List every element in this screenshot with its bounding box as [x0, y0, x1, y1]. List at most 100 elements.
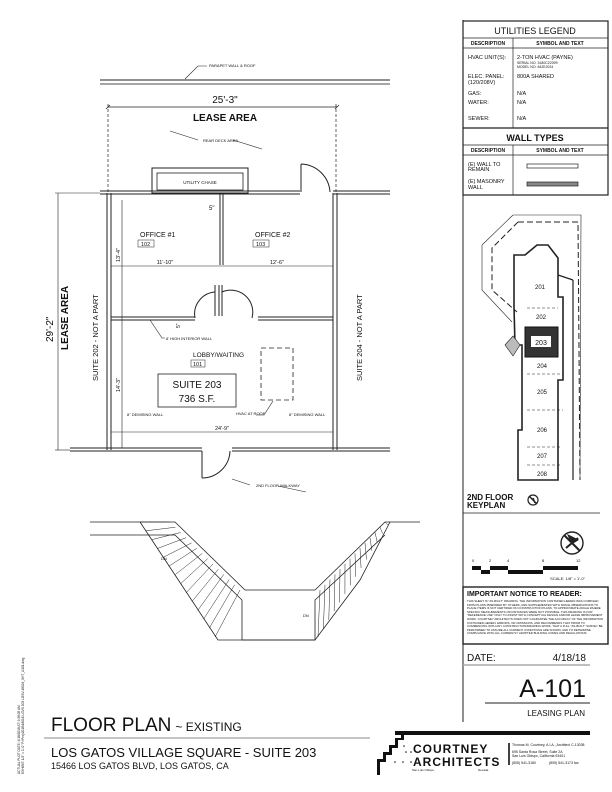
gas-desc: GAS:	[468, 91, 482, 97]
keyplan-title1: 2ND FLOOR	[467, 493, 513, 502]
stair-tread	[323, 584, 326, 629]
hvac-unit	[260, 347, 294, 401]
hvac-desc: HVAC UNIT(S):	[468, 55, 507, 61]
stair-tread	[333, 574, 336, 612]
drawing-title: FLOOR PLAN~ EXISTING	[51, 715, 242, 736]
firm-name-1: COURTNEY	[413, 742, 488, 756]
dim-5in-b: 5"	[176, 323, 182, 328]
office2-width: 12'-6"	[270, 260, 284, 266]
stair-tread	[157, 537, 187, 549]
sheet-name: LEASING PLAN	[527, 709, 585, 718]
keyplan-unit-204: 204	[537, 364, 548, 370]
stair-tread	[364, 542, 367, 560]
hvac-model: MODEL NO. 642EJ024	[517, 65, 553, 69]
stair-tread	[328, 579, 331, 620]
firm-logo-dots	[394, 745, 412, 763]
scale-bar	[472, 566, 578, 574]
walkway-note: 2ND FLOOR WALKWAY	[256, 483, 300, 488]
firm-fax: (805) 541-3173 fax	[549, 761, 579, 765]
stair-tread	[180, 558, 208, 585]
demising-left: 8" DEMISING WALL	[127, 412, 164, 417]
water-desc: WATER:	[468, 100, 489, 106]
elec-value: 800A SHARED	[517, 74, 554, 80]
suite-202-label: SUITE 202 - NOT A PART	[91, 294, 100, 381]
stair-tread	[168, 547, 198, 567]
stair-treads	[140, 521, 389, 638]
scale-tick-12: 12	[576, 558, 581, 563]
project-address: 15466 LOS GATOS BLVD, LOS GATOS, CA	[51, 761, 229, 771]
stair-dn-right: DN	[303, 613, 309, 618]
hvac-serial: SERIAL NO. 3180C22099	[517, 61, 558, 65]
utility-chase-label: UTILITY CHASE	[183, 180, 216, 185]
scale-tick-2: 2	[489, 558, 492, 563]
masonry-wall-symbol	[526, 181, 579, 187]
north-arrow-icon	[560, 531, 584, 555]
stair-tread	[174, 553, 203, 576]
office1-name: OFFICE #1	[140, 232, 176, 239]
office2-number: 103	[256, 242, 265, 248]
scale-tick-4: 4	[507, 558, 510, 563]
lobby-number: 101	[193, 362, 202, 368]
keyplan-unit-203: 203	[535, 340, 547, 347]
firm-name-2: ARCHITECTS	[413, 755, 500, 769]
keyplan	[481, 214, 582, 481]
keyplan-title2: KEYPLAN	[467, 501, 505, 510]
stair-tread	[354, 553, 356, 577]
elec-desc: ELEC. PANEL:	[468, 74, 505, 80]
keyplan-unit-206: 206	[537, 428, 548, 434]
plot-stamp-2: EXHIBIT: 1/2" = 1'-0" P:\Proj\2018\18016…	[21, 657, 25, 774]
scale-tick-0: 0	[472, 558, 475, 563]
stair-tread	[374, 532, 378, 543]
date-label: DATE:	[467, 653, 496, 664]
utilities-legend-box	[462, 20, 609, 196]
stair-tread	[191, 568, 219, 602]
height-dimension-text: 29'-2"	[45, 316, 56, 342]
wall-col-desc: DESCRIPTION	[471, 148, 506, 154]
utility-chase	[151, 167, 249, 194]
notice-title: IMPORTANT NOTICE TO READER:	[467, 591, 582, 598]
rear-deck-note: REAR DECK AREA	[203, 138, 238, 143]
notice-box	[462, 586, 609, 645]
width-dimension-text: 25'-3"	[212, 95, 238, 106]
wall-remain-symbol	[526, 163, 579, 169]
interior-wall-note: 8' HIGH INTERIOR WALL	[166, 336, 213, 341]
date-value: 4/18/18	[553, 653, 587, 664]
elec-desc2: (120/208V)	[468, 80, 495, 86]
lease-area-vertical: LEASE AREA	[60, 286, 71, 350]
utilities-col-symbol: SYMBOL AND TEXT	[536, 41, 584, 47]
parapet-wall	[100, 65, 390, 85]
suite-label: SUITE 203	[173, 380, 222, 391]
dim-13-4: 13'-4"	[116, 248, 122, 262]
stair-tread	[203, 579, 230, 620]
wall-type2-desc2: WALL	[468, 185, 483, 191]
sewer-desc: SEWER:	[468, 116, 490, 122]
stair-tread	[359, 548, 362, 569]
keyplan-unit-202: 202	[536, 315, 547, 321]
firm-address-2: San Luis Obispo, California 93401	[512, 754, 565, 758]
water-value: N/A	[517, 100, 527, 106]
north-arrow-small-icon	[527, 494, 539, 506]
office2-name: OFFICE #2	[255, 232, 291, 239]
keyplan-unit-208: 208	[537, 472, 548, 478]
utilities-col-desc: DESCRIPTION	[471, 41, 506, 47]
suite-label-box	[157, 373, 237, 408]
hvac-note: HVAC AT ROOF	[236, 411, 266, 416]
stair-tread	[214, 589, 241, 638]
utilities-legend-title: UTILITIES LEGEND	[494, 26, 576, 36]
lobby-name: LOBBY/WAITING	[193, 352, 244, 359]
keyplan-unit-207: 207	[537, 454, 548, 460]
lease-area-label: LEASE AREA	[193, 113, 257, 124]
stair-tread	[197, 574, 225, 611]
stair-tread	[384, 521, 389, 526]
stair-tread	[151, 532, 181, 540]
stair-tread	[379, 527, 383, 534]
gas-value: N/A	[517, 91, 527, 97]
bottom-dimension: 24'-9"	[215, 426, 229, 432]
project-name: LOS GATOS VILLAGE SQUARE - SUITE 203	[51, 745, 316, 760]
suite-204-label: SUITE 204 - NOT A PART	[355, 294, 364, 381]
keyplan-unit-201: 201	[535, 285, 546, 291]
scale-tick-8: 8	[542, 558, 545, 563]
width-dimension	[105, 104, 340, 193]
stair-tread	[369, 537, 373, 551]
